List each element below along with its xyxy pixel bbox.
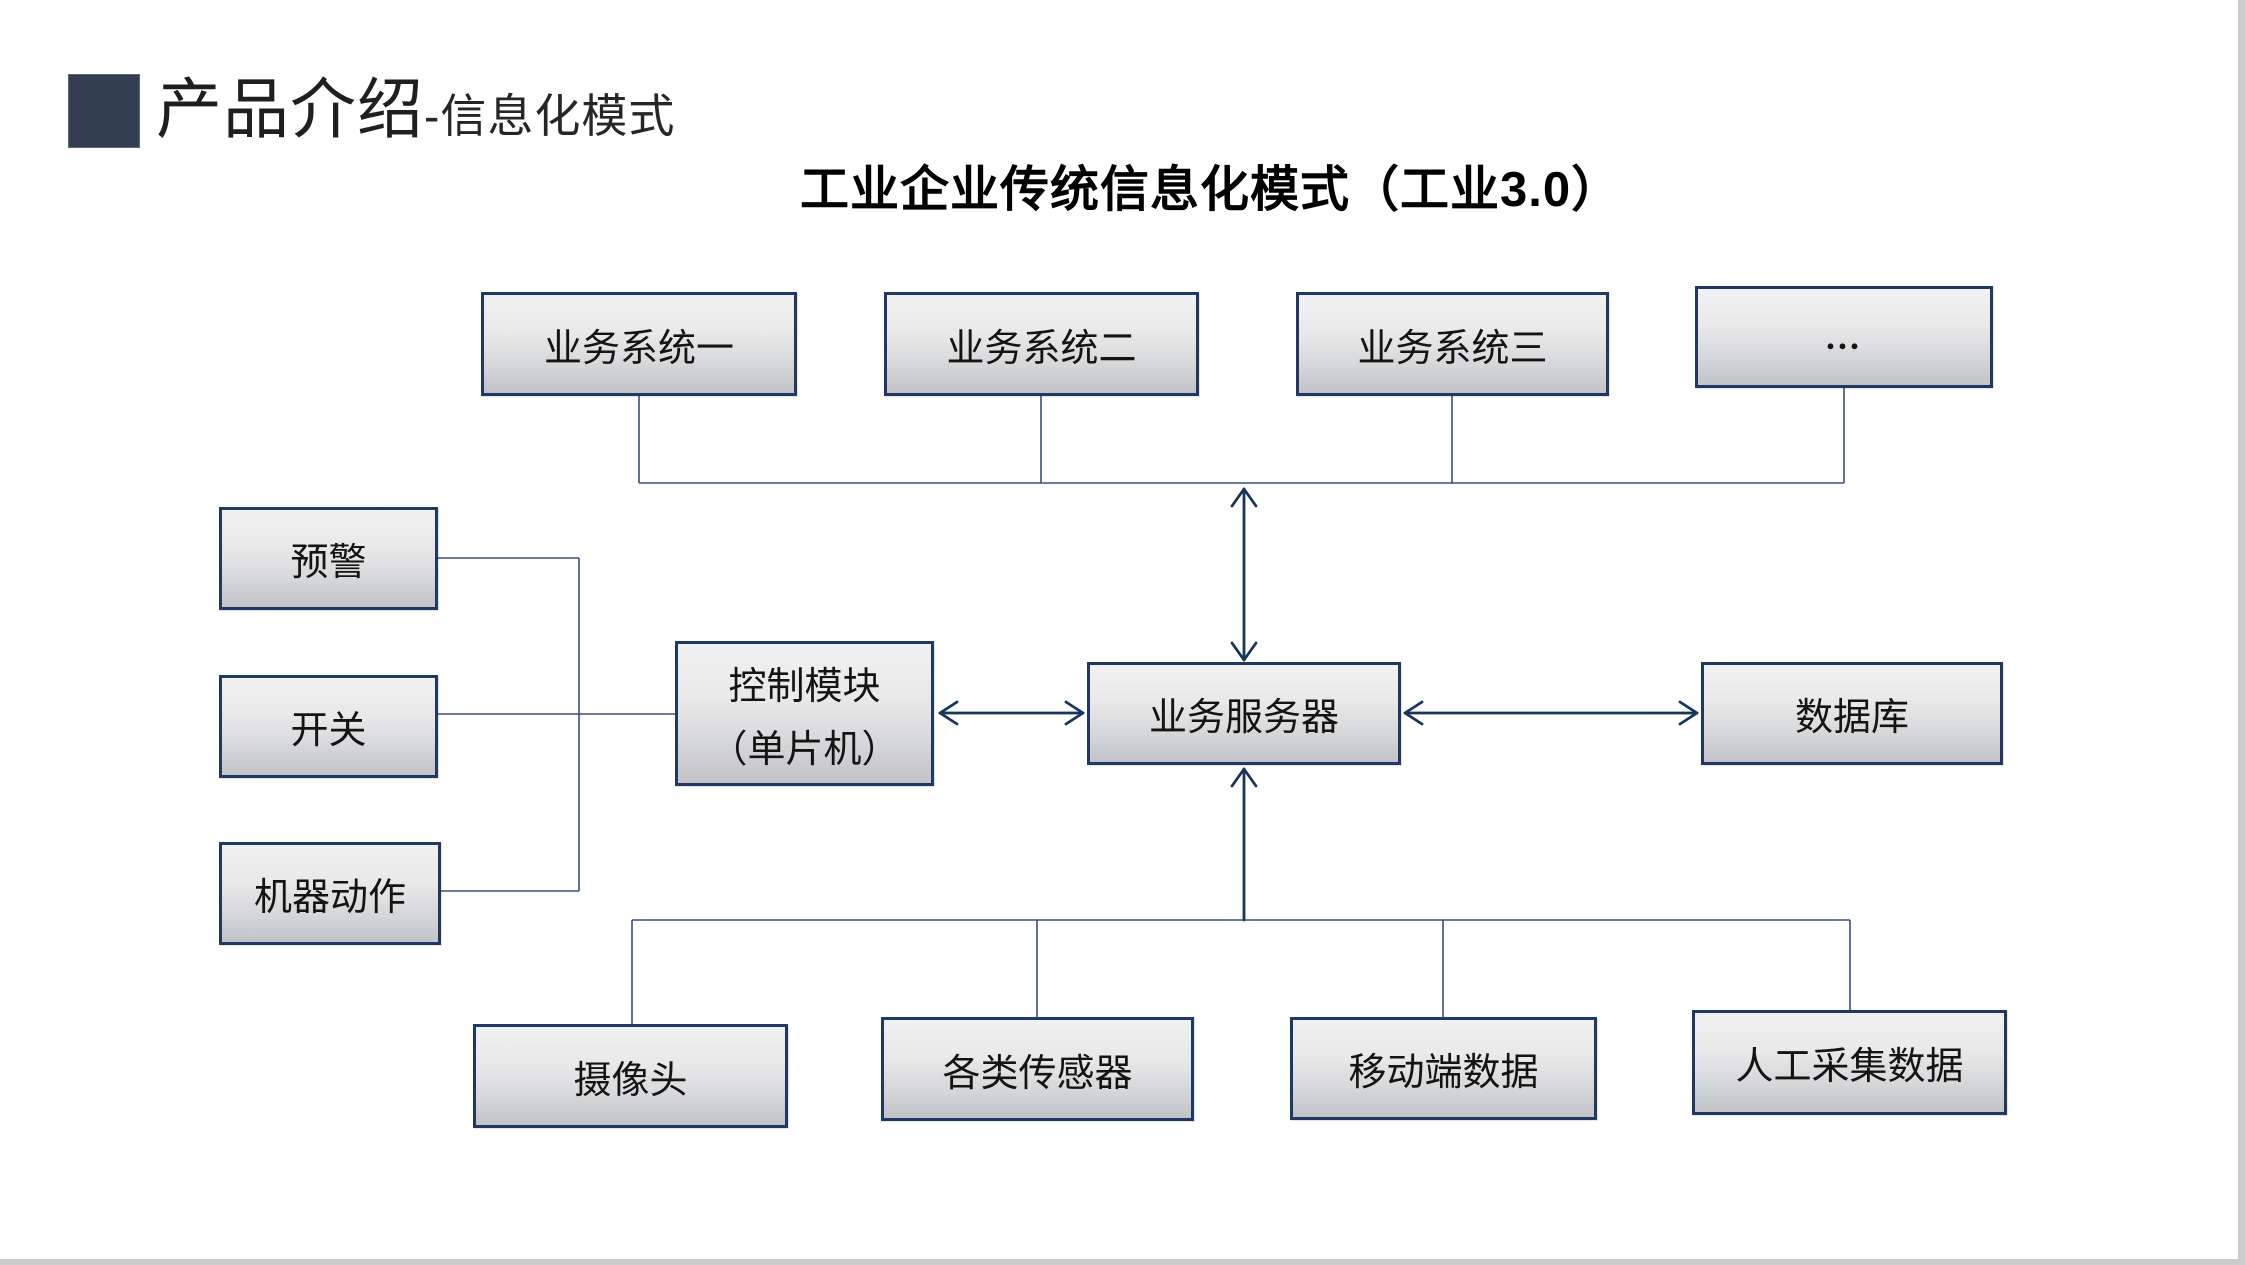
slide-bottom-edge: [0, 1259, 2245, 1265]
node-label: 移动端数据: [1348, 1052, 1539, 1094]
bottom-bus-line: [631, 919, 1851, 1024]
arrowhead-left: [938, 700, 959, 726]
node-label: 业务系统二: [946, 327, 1137, 370]
arrowhead-right: [1064, 700, 1085, 726]
node-sensors: 各类传感器: [881, 1017, 1194, 1121]
left-group-lines: [438, 557, 675, 892]
diagram-title: 工业企业传统信息化模式（工业3.0）: [800, 163, 1622, 217]
node-mobile-data: 移动端数据: [1290, 1017, 1597, 1120]
node-control-module: 控制模块 （单片机）: [675, 641, 934, 786]
node-label: 人工采集数据: [1735, 1046, 1964, 1088]
node-label: 机器动作: [253, 877, 406, 919]
node-label: 各类传感器: [942, 1052, 1133, 1095]
node-warning: 预警: [219, 507, 438, 610]
node-label: 业务系统三: [1357, 327, 1548, 370]
node-label: 摄像头: [573, 1059, 688, 1102]
node-label-line1: 控制模块: [728, 665, 881, 708]
node-manual-data: 人工采集数据: [1692, 1010, 2007, 1115]
node-label: 预警: [290, 542, 367, 584]
node-label: 业务服务器: [1148, 697, 1339, 739]
node-business-system-1: 业务系统一: [481, 292, 797, 396]
node-label-line2: （单片机）: [709, 728, 900, 771]
node-database: 数据库: [1701, 662, 2003, 765]
page-title: 产品介绍: [156, 72, 424, 146]
node-label: 开关: [290, 710, 367, 752]
header: 产品介绍 -信息化模式: [156, 56, 675, 152]
arrows: [938, 487, 1699, 922]
slide-right-edge: [2238, 0, 2245, 1265]
node-label: 业务系统一: [543, 327, 734, 370]
node-machine-action: 机器动作: [219, 842, 441, 945]
bus-lines: [438, 388, 1851, 1024]
page-subtitle: -信息化模式: [424, 90, 676, 142]
node-label: ...: [1826, 317, 1862, 357]
node-business-system-3: 业务系统三: [1296, 292, 1609, 396]
arrowhead-right: [1678, 700, 1699, 726]
header-accent-square: [68, 74, 140, 148]
arrowhead-up: [1230, 767, 1258, 788]
node-business-system-2: 业务系统二: [884, 292, 1199, 396]
arrowhead-up: [1230, 487, 1258, 508]
node-label: 数据库: [1794, 697, 1909, 739]
arrowhead-down: [1230, 641, 1258, 662]
top-bus-line: [638, 388, 1845, 484]
arrowhead-left: [1403, 700, 1424, 726]
node-switch: 开关: [219, 675, 438, 778]
node-more-systems: ...: [1695, 286, 1993, 388]
node-camera: 摄像头: [473, 1024, 788, 1128]
node-business-server: 业务服务器: [1087, 662, 1401, 765]
